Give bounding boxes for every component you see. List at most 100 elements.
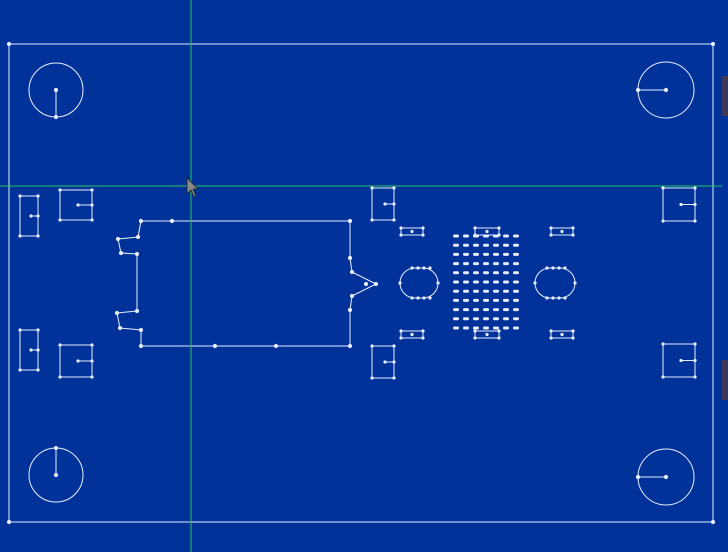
pin-pad[interactable]	[453, 252, 459, 256]
pin-pad[interactable]	[513, 289, 519, 293]
pad-pair-1[interactable]	[399, 226, 425, 237]
pin-pad[interactable]	[513, 271, 519, 275]
pin-pad[interactable]	[473, 234, 479, 238]
pin-pad[interactable]	[503, 252, 509, 256]
mount-hole-top-left[interactable]	[28, 62, 84, 120]
pin-pad[interactable]	[453, 280, 459, 284]
pin-pad[interactable]	[483, 280, 489, 284]
pin-pad[interactable]	[483, 252, 489, 256]
pin-pad[interactable]	[493, 271, 499, 275]
pin-pad[interactable]	[463, 317, 469, 321]
pin-pad[interactable]	[513, 262, 519, 266]
pin-pad[interactable]	[503, 298, 509, 302]
pin-pad[interactable]	[473, 289, 479, 293]
slot-pad-left[interactable]	[398, 266, 440, 300]
pin-pad[interactable]	[483, 326, 489, 330]
slot-pad-right[interactable]	[533, 266, 577, 300]
pin-pad[interactable]	[453, 243, 459, 247]
pin-pad[interactable]	[493, 326, 499, 330]
pin-pad[interactable]	[463, 262, 469, 266]
pin-pad[interactable]	[483, 317, 489, 321]
pin-pad[interactable]	[473, 317, 479, 321]
pin-pad[interactable]	[493, 289, 499, 293]
pin-pad[interactable]	[453, 262, 459, 266]
footprint-left-top-a[interactable]	[18, 194, 40, 238]
pin-pad[interactable]	[473, 280, 479, 284]
footprint-right-bottom[interactable]	[661, 342, 697, 379]
pin-pad[interactable]	[493, 298, 499, 302]
footprint-left-top-b[interactable]	[58, 188, 94, 222]
pin-pad[interactable]	[453, 308, 459, 312]
mount-hole-top-right[interactable]	[635, 61, 695, 119]
pin-pad[interactable]	[513, 298, 519, 302]
pin-pad[interactable]	[473, 252, 479, 256]
pin-pad[interactable]	[453, 234, 459, 238]
pin-pad[interactable]	[463, 308, 469, 312]
pin-pad[interactable]	[503, 289, 509, 293]
pad-pair-5[interactable]	[473, 329, 501, 340]
pin-pad[interactable]	[503, 262, 509, 266]
pad-pair-3[interactable]	[549, 226, 575, 237]
connector-footprint[interactable]	[114, 218, 379, 349]
footprint-center-top[interactable]	[370, 186, 396, 222]
pin-pad[interactable]	[503, 234, 509, 238]
pin-pad[interactable]	[493, 280, 499, 284]
pin-pad[interactable]	[463, 234, 469, 238]
pin-pad[interactable]	[453, 317, 459, 321]
pin-pad[interactable]	[463, 298, 469, 302]
pin-pad[interactable]	[503, 308, 509, 312]
footprint-right-top[interactable]	[661, 186, 697, 223]
pin-pad[interactable]	[513, 317, 519, 321]
pin-pad[interactable]	[463, 280, 469, 284]
pin-pad[interactable]	[453, 289, 459, 293]
pin-pad[interactable]	[493, 243, 499, 247]
pin-pad[interactable]	[493, 262, 499, 266]
pin-pad[interactable]	[473, 271, 479, 275]
pin-pad[interactable]	[473, 262, 479, 266]
pin-pad[interactable]	[513, 326, 519, 330]
mount-hole-bottom-right[interactable]	[635, 448, 695, 506]
pin-pad[interactable]	[513, 308, 519, 312]
pin-pad[interactable]	[453, 298, 459, 302]
pin-pad[interactable]	[473, 243, 479, 247]
footprint-left-bottom-a[interactable]	[18, 328, 40, 372]
pin-pad[interactable]	[493, 317, 499, 321]
pad-pair-4[interactable]	[399, 329, 425, 340]
footprint-center-bottom[interactable]	[370, 344, 396, 380]
pin-pad[interactable]	[483, 262, 489, 266]
pin-pad[interactable]	[473, 298, 479, 302]
pin-pad[interactable]	[463, 289, 469, 293]
board-outline[interactable]	[6, 41, 716, 525]
pin-pad[interactable]	[483, 298, 489, 302]
pin-grid-array[interactable]	[453, 234, 519, 330]
footprint-left-bottom-b[interactable]	[58, 343, 94, 379]
pin-pad[interactable]	[493, 234, 499, 238]
pin-pad[interactable]	[453, 326, 459, 330]
pin-pad[interactable]	[483, 243, 489, 247]
pin-pad[interactable]	[483, 271, 489, 275]
pin-pad[interactable]	[473, 326, 479, 330]
pin-pad[interactable]	[513, 243, 519, 247]
pin-pad[interactable]	[453, 271, 459, 275]
pin-pad[interactable]	[503, 271, 509, 275]
pin-pad[interactable]	[503, 280, 509, 284]
pin-pad[interactable]	[473, 308, 479, 312]
pin-pad[interactable]	[483, 289, 489, 293]
pin-pad[interactable]	[463, 243, 469, 247]
pin-pad[interactable]	[513, 252, 519, 256]
pin-pad[interactable]	[483, 234, 489, 238]
pin-pad[interactable]	[483, 308, 489, 312]
pin-pad[interactable]	[493, 252, 499, 256]
pin-pad[interactable]	[493, 308, 499, 312]
pin-pad[interactable]	[503, 317, 509, 321]
pin-pad[interactable]	[503, 243, 509, 247]
mount-hole-bottom-left[interactable]	[28, 445, 84, 503]
pin-pad[interactable]	[513, 280, 519, 284]
pin-pad[interactable]	[513, 234, 519, 238]
pin-pad[interactable]	[503, 326, 509, 330]
pin-pad[interactable]	[463, 271, 469, 275]
pin-pad[interactable]	[463, 326, 469, 330]
pin-pad[interactable]	[463, 252, 469, 256]
